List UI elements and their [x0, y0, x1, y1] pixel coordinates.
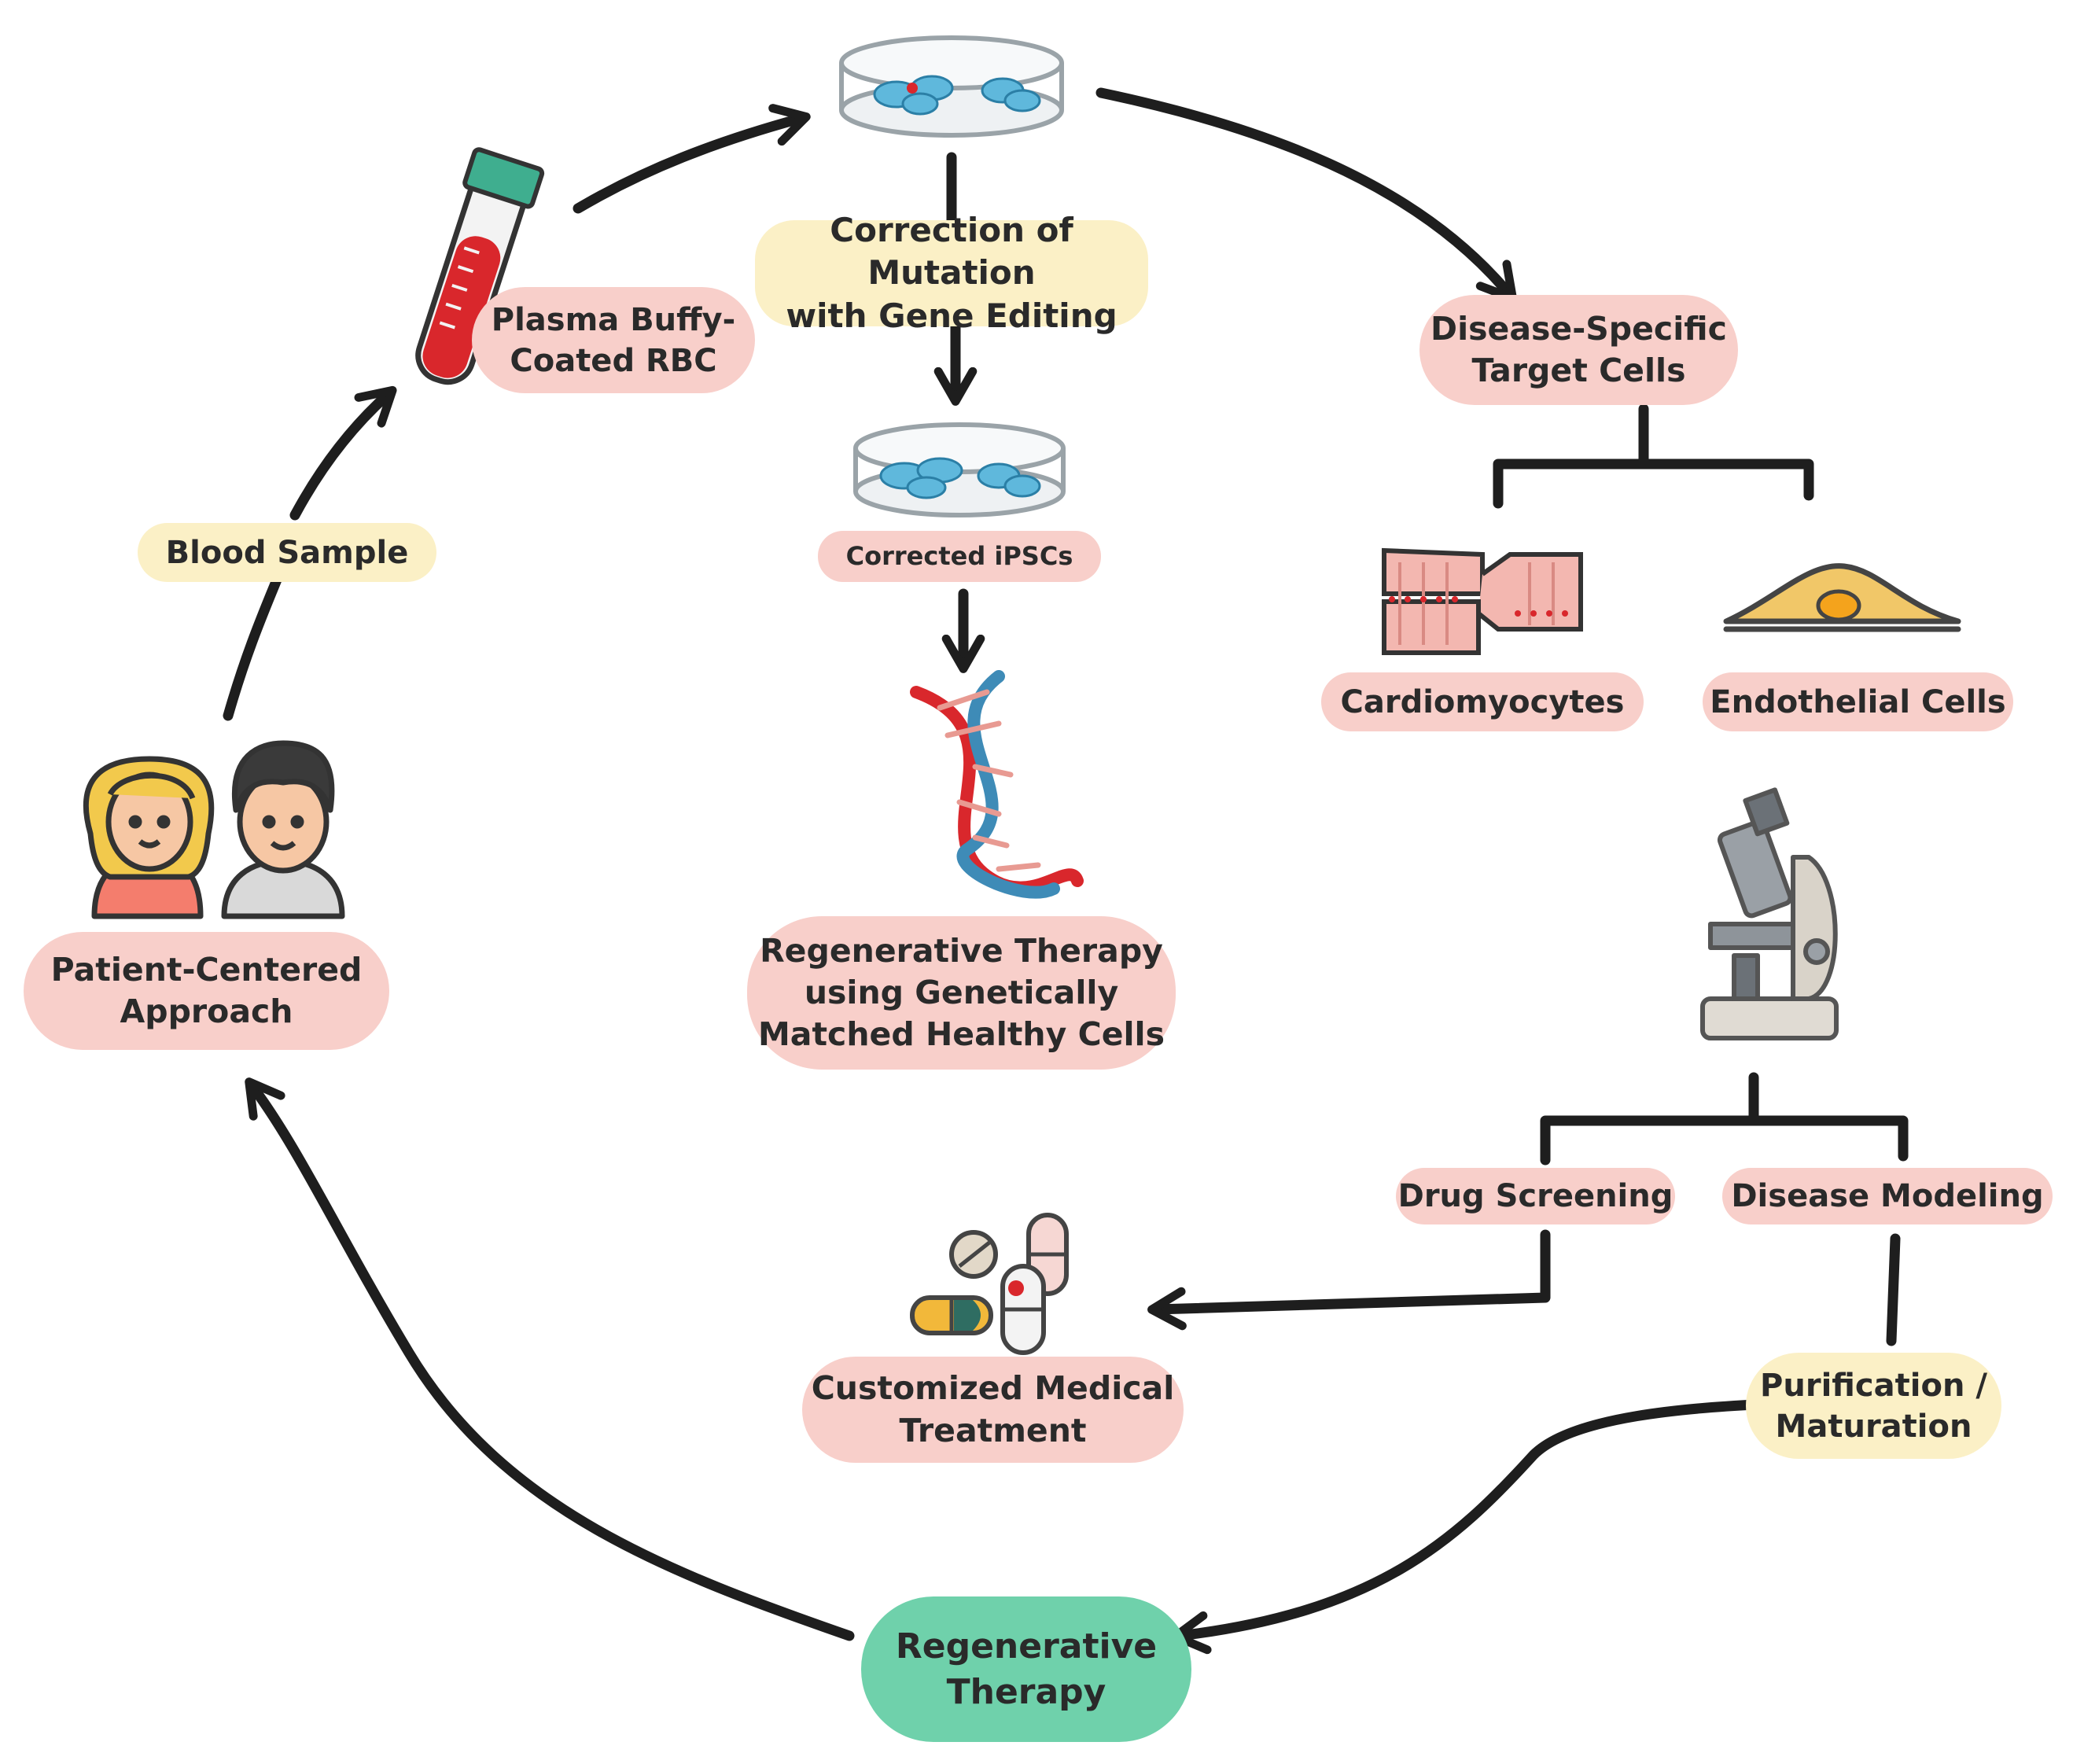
endothelial-cells-label: Endothelial Cells	[1703, 672, 2013, 731]
disease-target-cells-label: Disease-Specific Target Cells	[1419, 295, 1738, 405]
corrected-ipscs-label: Corrected iPSCs	[818, 531, 1101, 582]
drug-screening-label: Drug Screening	[1396, 1168, 1675, 1224]
pills-icon	[910, 1213, 1069, 1355]
bracket-target-cells	[1493, 403, 1814, 509]
corrected-petri-dish-icon	[853, 422, 1066, 517]
endothelial-cell-icon	[1723, 563, 1961, 632]
purification-maturation-label: Purification / Maturation	[1746, 1353, 2001, 1459]
plasma-buffy-label: Plasma Buffy- Coated RBC	[472, 287, 755, 393]
arrow-drug-to-treatment	[1147, 1229, 1551, 1331]
dna-helix-icon	[910, 670, 1084, 899]
regenerative-therapy-label: Regenerative Therapy	[861, 1596, 1191, 1742]
regen-matched-cells-label: Regenerative Therapy using Genetically M…	[747, 916, 1176, 1070]
patient-centered-label: Patient-Centered Approach	[24, 932, 389, 1050]
petri-dish-icon	[839, 35, 1064, 138]
customized-treatment-label: Customized Medical Treatment	[802, 1357, 1184, 1463]
blood-tube-icon	[415, 147, 545, 385]
patients-icon	[83, 740, 345, 919]
disease-modeling-label: Disease Modeling	[1722, 1168, 2053, 1224]
arrow-blood-to-tube	[289, 385, 397, 521]
blood-sample-label: Blood Sample	[138, 523, 436, 582]
arrow-dish-to-target	[1095, 87, 1517, 303]
line-modeling-to-purification	[1886, 1233, 1901, 1346]
gene-editing-label: Correction of Mutation with Gene Editing	[755, 211, 1148, 335]
arrow-purification-to-therapy	[1171, 1398, 1775, 1655]
arrow-patient-to-blood	[223, 569, 285, 721]
microscope-icon	[1700, 787, 1839, 1040]
cardiomyocytes-label: Cardiomyocytes	[1321, 672, 1644, 731]
bracket-microscope	[1540, 1072, 1909, 1166]
arrow-tube-to-dish	[573, 104, 811, 214]
arrow-therapy-to-patient	[245, 1077, 855, 1641]
cardiomyocyte-icon	[1382, 547, 1583, 655]
